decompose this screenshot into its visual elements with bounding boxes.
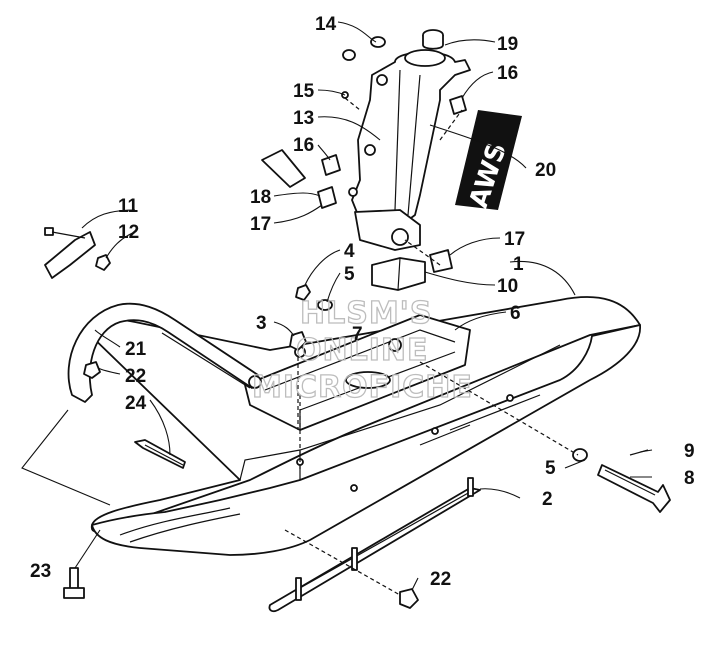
callout-9: 9	[684, 441, 695, 462]
callout-22: 22	[430, 569, 451, 590]
callout-16: 16	[497, 63, 518, 84]
callout-24: 24	[125, 393, 147, 414]
callout-5: 5	[344, 264, 355, 285]
callout-23: 23	[30, 561, 51, 582]
watermark: HLSM'S ONLINE MICROFICHE	[251, 295, 473, 405]
bolt-part-8	[597, 464, 671, 513]
watermark-line-1: HLSM'S	[300, 296, 432, 331]
callout-15: 15	[293, 81, 315, 102]
callout-22: 22	[125, 366, 146, 387]
callout-5: 5	[545, 458, 556, 479]
nut-part-4	[295, 284, 311, 301]
aws-decal-part-20: AWS	[455, 110, 522, 212]
bushing-part-17-right	[429, 249, 453, 273]
spindle-housing-part-13	[348, 49, 471, 251]
callout-14: 14	[315, 14, 337, 35]
callout-20: 20	[535, 160, 556, 181]
watermark-line-3: MICROFICHE	[252, 370, 473, 405]
bracket-part-11	[44, 227, 96, 279]
bushing-part-16-left	[321, 154, 341, 176]
nut-part-22-top	[83, 361, 101, 379]
callout-10: 10	[497, 276, 518, 297]
pin-part-18	[261, 149, 306, 188]
callout-17: 17	[250, 214, 271, 235]
callout-3: 3	[256, 313, 267, 334]
nut-part-22-bottom	[399, 588, 419, 609]
bolt-part-24	[134, 439, 186, 469]
wear-bar-part-2	[268, 477, 481, 613]
washer-part-5-right	[572, 448, 588, 462]
callout-8: 8	[684, 468, 695, 489]
nut-part-12	[95, 254, 111, 271]
callout-2: 2	[542, 489, 553, 510]
callout-17: 17	[504, 229, 525, 250]
callout-18: 18	[250, 187, 271, 208]
callout-21: 21	[125, 339, 147, 360]
callout-1: 1	[513, 254, 524, 275]
callout-6: 6	[510, 303, 521, 324]
washer-part-5-top	[317, 299, 333, 311]
bushing-part-17-left	[317, 186, 337, 209]
handle-loop-part-21	[67, 302, 262, 403]
watermark-line-2: ONLINE	[296, 333, 429, 368]
callout-19: 19	[497, 34, 518, 55]
callout-4: 4	[344, 241, 355, 262]
washer-part-14	[342, 36, 386, 61]
callout-7: 7	[352, 324, 363, 345]
cap-part-19	[422, 29, 444, 50]
bolt-part-23	[63, 567, 85, 599]
callout-13: 13	[293, 108, 314, 129]
callout-11: 11	[118, 196, 139, 217]
nut-part-3	[289, 331, 307, 430]
leader-lines	[81, 21, 653, 591]
spacer-part-10	[371, 257, 426, 291]
callout-12: 12	[118, 222, 139, 243]
callout-labels: 14 19 16 15 13 16 20 18 11 17 12 17 4 1 …	[30, 14, 695, 590]
bushing-part-16-top	[449, 95, 467, 115]
callout-16: 16	[293, 135, 314, 156]
